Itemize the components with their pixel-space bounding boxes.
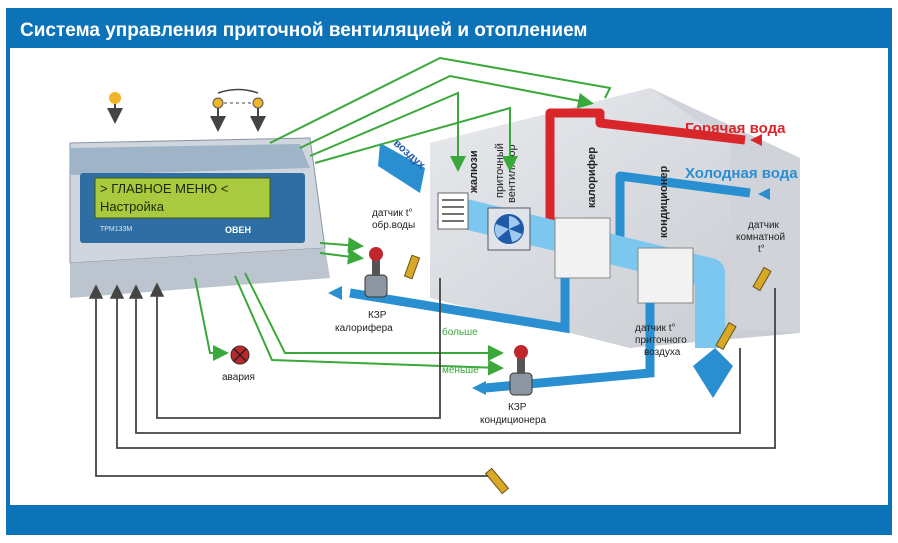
controller-model: ТРМ133М: [100, 226, 132, 233]
cold-water-pipe: [615, 171, 770, 263]
label-cond-valve-2: кондиционера: [480, 415, 547, 426]
frame-right-border: [888, 48, 892, 508]
label-cond-valve-1: КЗР: [508, 402, 527, 413]
louvers-box: [437, 192, 469, 230]
label-return-water-sensor-2: обр.воды: [372, 219, 415, 231]
label-heater: калорифер: [586, 147, 598, 208]
controller-device: [69, 137, 330, 298]
alarm-lamp-icon: [230, 345, 250, 365]
controller-display-line1: > ГЛАВНОЕ МЕНЮ <: [100, 181, 228, 196]
heater-box: [554, 217, 611, 279]
conditioner-water-loop: [472, 303, 655, 395]
header-bar: Система управления приточной вентиляцией…: [6, 8, 892, 48]
heater-water-loop: [328, 278, 570, 334]
footer-bar: [6, 505, 892, 535]
label-supply-fan-1: приточный: [494, 143, 506, 198]
page-title: Система управления приточной вентиляцией…: [20, 20, 588, 41]
label-return-water-sensor-1: датчик t°: [372, 208, 412, 219]
hot-water-pipe: [545, 108, 762, 228]
frame-left-border: [6, 48, 10, 508]
label-supply-air-sensor-3: воздуха: [644, 347, 681, 358]
label-less: меньше: [442, 365, 479, 376]
control-signal-lines: [194, 56, 612, 376]
label-room-sensor-3: t°: [758, 244, 765, 255]
flame-sensor-icon: [107, 92, 123, 124]
incoming-air-arrow: [378, 143, 425, 193]
switch-contacts-icon: [210, 88, 266, 132]
controller-display-line2: Настройка: [100, 199, 165, 214]
return-water-sensor-icon: [403, 254, 421, 280]
label-louvers: жалюзи: [468, 150, 480, 194]
label-more: больше: [442, 326, 478, 338]
label-supply-air-sensor-1: датчик t°: [635, 323, 675, 334]
louvers-slats: [442, 199, 464, 222]
sensor-return-lines: [88, 278, 776, 477]
ventilation-diagram: жалюзи приточный вентилятор калорифер ко…: [69, 56, 800, 495]
conditioner-valve-icon: [509, 345, 533, 396]
heater-valve-icon: [364, 247, 388, 298]
room-sensor-icon: [752, 266, 772, 292]
label-alarm: авария: [222, 372, 255, 383]
label-heater-valve-1: КЗР: [368, 310, 387, 321]
controller-brand: ОВЕН: [225, 225, 251, 235]
label-room-sensor-2: комнатной: [736, 232, 785, 243]
supply-fan-icon: [487, 207, 531, 251]
label-conditioner: кондиционер: [658, 166, 670, 238]
conditioner-box: [637, 247, 694, 304]
label-supply-fan-2: вентилятор: [506, 144, 518, 203]
supply-air-sensor-icon: [715, 322, 737, 350]
label-supply-air-sensor-2: приточного: [635, 335, 687, 346]
label-heater-valve-2: калорифера: [335, 322, 393, 334]
label-hot-water: Горячая вода: [685, 120, 786, 137]
label-cold-water: Холодная вода: [685, 165, 798, 182]
label-room-sensor-1: датчик: [748, 220, 780, 231]
outdoor-sensor-icon: [484, 467, 510, 495]
